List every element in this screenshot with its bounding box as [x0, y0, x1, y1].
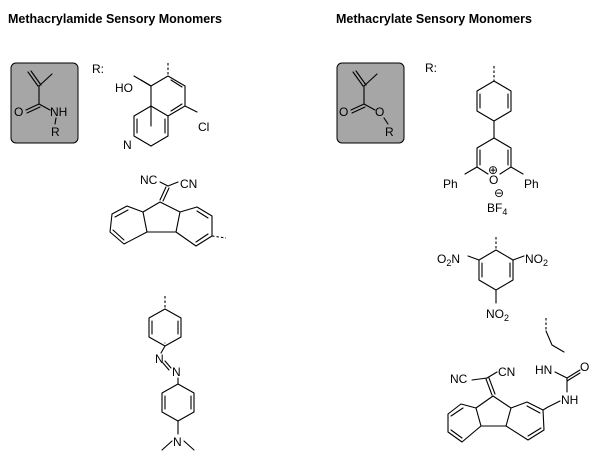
- fluorene-nc-label: NC: [140, 173, 158, 187]
- no2-right-subscript: 2: [543, 258, 548, 268]
- azobenzene-substituent: N N N: [148, 296, 195, 451]
- no2-bottom-label: NO2: [486, 307, 509, 323]
- no2-bottom-text: NO: [486, 307, 504, 321]
- o2n-label: O2N: [437, 252, 460, 268]
- no2-right-label: NO2: [525, 252, 548, 268]
- ester-alkoxy-o-label: O: [375, 105, 384, 119]
- amine-n-label: N: [173, 435, 182, 449]
- quinoline-n-label: N: [123, 138, 132, 152]
- amide-r-label: R: [51, 125, 60, 139]
- o2n-n: N: [451, 252, 460, 266]
- methacrylate-box: [336, 62, 405, 144]
- bf4-subscript: 4: [502, 207, 507, 217]
- amide-o-label: O: [14, 105, 23, 119]
- title-methacrylamide: Methacrylamide Sensory Monomers: [8, 12, 222, 26]
- urea-o-label: O: [580, 360, 589, 374]
- o2n-o: O: [437, 252, 446, 266]
- cl-label: Cl: [198, 120, 209, 134]
- nh-label: NH: [561, 393, 578, 407]
- trinitrophenyl-substituent: O2N NO2 NO2: [437, 237, 548, 323]
- bf4-label: BF4: [487, 201, 507, 217]
- hydroxyquinoline-substituent: HO N Cl: [115, 63, 209, 152]
- no2-bottom-subscript: 2: [504, 313, 509, 323]
- urea-cn-label: CN: [498, 365, 515, 379]
- title-methacrylate: Methacrylate Sensory Monomers: [336, 12, 532, 26]
- ph-right-label: Ph: [524, 177, 539, 191]
- ester-r-label: R: [385, 125, 394, 139]
- ho-label: HO: [115, 81, 133, 95]
- pyrylium-substituent: Ph Ph O ⊕ ⊖ BF4: [443, 66, 539, 217]
- o2n-subscript: 2: [446, 258, 451, 268]
- fluorene-cn-label: CN: [180, 177, 197, 191]
- amide-nh-label: NH: [50, 105, 67, 119]
- azo-n1-label: N: [155, 352, 164, 366]
- urea-nc-label: NC: [450, 372, 468, 386]
- methacrylamide-monomer: O NH R: [10, 62, 79, 144]
- pyrylium-o-label: O: [489, 173, 498, 187]
- plus-charge: ⊕: [488, 163, 498, 177]
- bf4-text: BF: [487, 201, 502, 215]
- dicyanofluorene-substituent: NC CN: [109, 173, 227, 247]
- methacrylate-monomer: O O R: [336, 62, 405, 144]
- ph-left-label: Ph: [443, 177, 458, 191]
- r-label-right: R:: [425, 61, 437, 75]
- fluorene-urea-substituent: HN O NH NC CN: [447, 318, 589, 443]
- methacrylamide-box: [10, 62, 79, 144]
- hn-label: HN: [535, 363, 552, 377]
- no2-right-text: NO: [525, 252, 543, 266]
- azo-n2-label: N: [172, 365, 181, 379]
- minus-charge: ⊖: [494, 186, 504, 200]
- ester-carbonyl-o-label: O: [339, 105, 348, 119]
- r-label-left: R:: [92, 62, 104, 76]
